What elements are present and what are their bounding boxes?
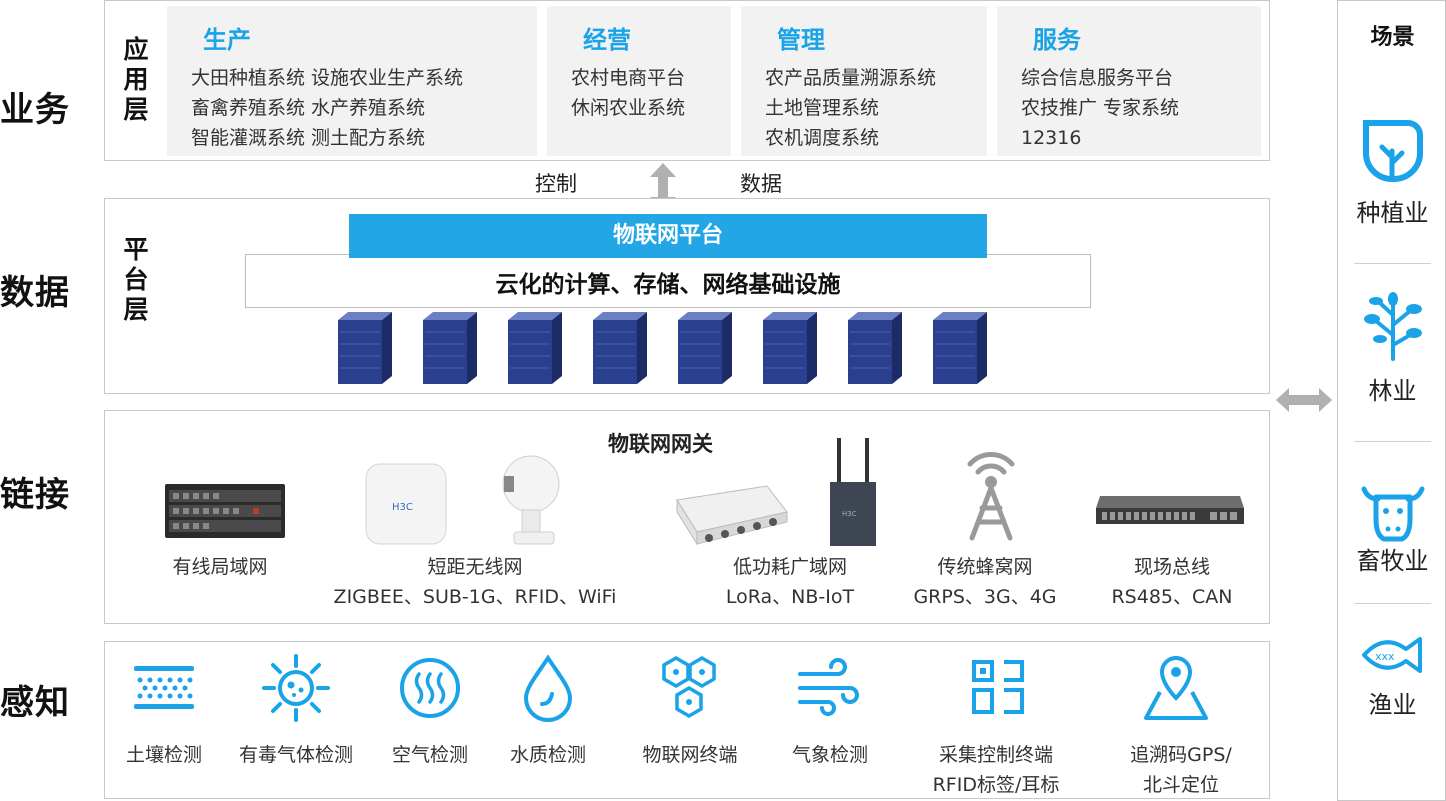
short-range-wireless-label: 短距无线网 ZIGBEE、SUB-1G、RFID、WiFi <box>300 552 650 612</box>
sense-label-air: 空气检测 <box>391 744 468 766</box>
app-line: 大田种植系统 设施农业生产系统 <box>191 67 464 89</box>
iot-terminal-icon <box>662 655 716 719</box>
server-icon <box>763 312 817 384</box>
lpwan-name: 低功耗广域网 <box>732 556 847 578</box>
short-range-wireless-detail: ZIGBEE、SUB-1G、RFID、WiFi <box>333 586 617 608</box>
svg-text:H3C: H3C <box>842 510 857 518</box>
svg-text:H3C: H3C <box>392 502 413 513</box>
iot-platform-bar: 物联网平台 <box>349 214 987 258</box>
wireless-ap-icon: H3C <box>365 463 447 545</box>
sense-label-toxic-gas: 有毒气体检测 <box>238 744 353 766</box>
fieldbus-detail: RS485、CAN <box>1111 586 1233 608</box>
sense-label-line: RFID标签/耳标 <box>932 774 1060 796</box>
scene-label-livestock: 畜牧业 <box>1356 547 1429 575</box>
sense-label-water: 水质检测 <box>509 744 586 766</box>
app-col-production: 生产 大田种植系统 设施农业生产系统 畜禽养殖系统 水产养殖系统 智能灌溉系统 … <box>167 6 537 156</box>
sense-label-iot-terminal: 物联网终端 <box>642 744 738 766</box>
scene-divider <box>1354 263 1431 264</box>
wired-lan-label: 有线局域网 <box>172 556 268 578</box>
camera-ap-icon <box>502 455 560 545</box>
cellular-label: 传统蜂窝网 GRPS、3G、4G <box>890 552 1080 612</box>
cow-icon <box>1361 486 1425 542</box>
control-terminal-icon <box>972 660 1024 714</box>
svg-text:xxx: xxx <box>1375 650 1395 663</box>
tree-icon <box>1364 292 1422 361</box>
sense-label-line: 采集控制终端 <box>938 744 1053 766</box>
platform-layer-title-text: 平台层 <box>123 235 149 324</box>
water-drop-icon <box>523 654 573 722</box>
sense-label-soil: 土壤检测 <box>125 744 202 766</box>
outdoor-antenna-ap-icon: H3C <box>830 438 876 546</box>
fieldbus-switch-icon <box>1096 496 1244 524</box>
gps-location-icon <box>1144 655 1208 720</box>
layer-label-link: 链接 <box>0 475 70 515</box>
server-icon <box>593 312 647 384</box>
scene-label-planting: 种植业 <box>1356 199 1429 227</box>
app-col-heading: 经营 <box>583 26 631 54</box>
app-col-heading: 服务 <box>1033 26 1081 54</box>
platform-layer-title: 平台层 <box>121 235 151 325</box>
server-icon <box>508 312 562 384</box>
app-col-management: 管理 农产品质量溯源系统 土地管理系统 农机调度系统 <box>741 6 987 156</box>
app-line: 休闲农业系统 <box>571 97 686 119</box>
lpwan-gateway-icon <box>676 485 788 546</box>
sense-label-weather: 气象检测 <box>791 744 868 766</box>
app-col-business: 经营 农村电商平台 休闲农业系统 <box>547 6 731 156</box>
server-icon <box>933 312 987 384</box>
scene-label-fishery: 渔业 <box>1368 691 1417 719</box>
app-line: 农技推广 专家系统 <box>1021 97 1180 119</box>
cloud-infrastructure-box: 云化的计算、存储、网络基础设施 <box>245 254 1091 308</box>
horizontal-double-arrow-icon <box>1276 388 1332 412</box>
app-line: 土地管理系统 <box>765 97 880 119</box>
fieldbus-name: 现场总线 <box>1133 556 1210 578</box>
gateway-title: 物联网网关 <box>608 432 713 456</box>
sense-label-gps: 追溯码GPS/ 北斗定位 <box>1096 740 1266 800</box>
scene-divider <box>1354 603 1431 604</box>
app-line: 智能灌溉系统 测土配方系统 <box>191 127 426 149</box>
sense-label-control-terminal: 采集控制终端 RFID标签/耳标 <box>906 740 1086 800</box>
server-icon <box>338 312 392 384</box>
sense-label-line: 追溯码GPS/ <box>1130 744 1232 766</box>
app-layer-panel: 应用层 生产 大田种植系统 设施农业生产系统 畜禽养殖系统 水产养殖系统 智能灌… <box>104 0 1270 161</box>
server-icon <box>678 312 732 384</box>
app-col-heading: 生产 <box>203 26 251 54</box>
fish-icon: xxx <box>1362 637 1422 673</box>
cellular-name: 传统蜂窝网 <box>937 556 1033 578</box>
weather-wind-icon <box>798 658 859 716</box>
app-col-heading: 管理 <box>777 26 825 54</box>
scene-panel: 场景 种植业 林业 畜牧业 xxx 渔业 <box>1337 0 1446 801</box>
layer-label-data: 数据 <box>0 273 70 313</box>
cellular-tower-icon <box>967 452 1015 541</box>
air-icon <box>400 658 460 718</box>
soil-icon <box>134 666 194 709</box>
app-line: 综合信息服务平台 <box>1021 67 1174 89</box>
toxic-gas-icon <box>262 654 330 722</box>
app-layer-title: 应用层 <box>121 35 151 125</box>
app-layer-title-text: 应用层 <box>123 35 149 124</box>
app-line: 农机调度系统 <box>765 127 880 149</box>
data-label: 数据 <box>740 172 782 196</box>
layer-label-sense: 感知 <box>0 683 70 723</box>
layer-label-business: 业务 <box>0 90 70 130</box>
app-line: 12316 <box>1021 127 1082 149</box>
scene-label-forestry: 林业 <box>1368 377 1417 405</box>
fieldbus-label: 现场总线 RS485、CAN <box>1082 552 1262 612</box>
lpwan-label: 低功耗广域网 LoRa、NB-IoT <box>690 552 890 612</box>
sense-label-line: 北斗定位 <box>1142 774 1219 796</box>
server-icon <box>423 312 477 384</box>
chassis-switch-icon <box>165 484 285 538</box>
server-icon <box>848 312 902 384</box>
control-label: 控制 <box>535 172 577 196</box>
lpwan-detail: LoRa、NB-IoT <box>725 586 855 608</box>
app-line: 畜禽养殖系统 水产养殖系统 <box>191 97 426 119</box>
scene-title: 场景 <box>1370 25 1415 50</box>
app-col-service: 服务 综合信息服务平台 农技推广 专家系统 12316 <box>997 6 1261 156</box>
short-range-wireless-name: 短距无线网 <box>427 556 523 578</box>
scene-divider <box>1354 441 1431 442</box>
leaf-icon <box>1363 120 1423 182</box>
cellular-detail: GRPS、3G、4G <box>913 586 1057 608</box>
app-line: 农村电商平台 <box>571 67 686 89</box>
app-line: 农产品质量溯源系统 <box>765 67 937 89</box>
